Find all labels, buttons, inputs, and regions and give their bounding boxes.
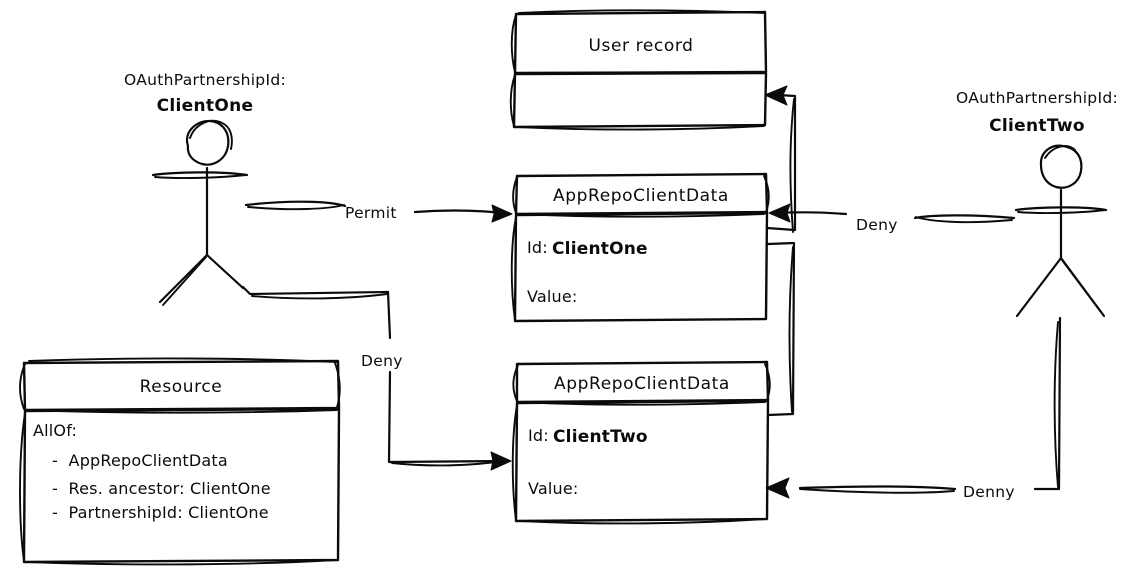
user-record-body-left-wobble bbox=[509, 74, 516, 127]
node-user-record[interactable]: User record bbox=[509, 9, 768, 131]
edge-deny-right[interactable]: Deny bbox=[768, 203, 1016, 234]
resource-header-left-wobble bbox=[19, 363, 26, 410]
resource-bullet-1: - Res. ancestor: ClientOne bbox=[52, 479, 271, 498]
client-two-label-line1: OAuthPartnershipId: bbox=[956, 89, 1118, 107]
arcd-two-body-left-wobble bbox=[511, 404, 518, 521]
arcd-two-divider-wobble bbox=[520, 401, 766, 406]
resource-body-left-wobble bbox=[19, 412, 26, 562]
connector-to-user-record bbox=[764, 85, 797, 233]
client-one-label-line1: OAuthPartnershipId: bbox=[124, 71, 286, 89]
deny-right-arrow-head bbox=[768, 203, 791, 223]
edge-denny-right[interactable]: Denny bbox=[765, 316, 1062, 501]
arcd-two-bottom-wobble bbox=[520, 518, 766, 525]
arcd-two-body-frame bbox=[514, 399, 770, 523]
arcd-two-title: AppRepoClientData bbox=[554, 374, 730, 394]
edge-deny-left[interactable]: Deny bbox=[241, 285, 512, 471]
client-two-label-line2: ClientTwo bbox=[989, 116, 1085, 136]
arcd-two-row-0-value: ClientTwo bbox=[553, 427, 648, 447]
user-record-header-left-wobble bbox=[510, 14, 517, 73]
user-record-body-frame bbox=[512, 71, 768, 129]
client-one-stick-figure-icon bbox=[151, 119, 249, 306]
arcd-one-header-left-wobble bbox=[512, 176, 518, 214]
arcd-two-row-1-label: Value: bbox=[528, 479, 579, 498]
deny-left-arrow-head bbox=[490, 451, 512, 471]
denny-arrow-head bbox=[765, 477, 790, 499]
user-record-body-bottom-wobble bbox=[517, 125, 765, 131]
arcd-one-row-0-label: Id: bbox=[527, 238, 548, 257]
resource-bullet-2: - PartnershipId: ClientOne bbox=[52, 503, 269, 522]
resource-body-header: AllOf: bbox=[33, 421, 77, 440]
resource-bullet-0: - AppRepoClientData bbox=[52, 451, 228, 470]
node-app-repo-client-data-two[interactable]: AppRepoClientData Id: ClientTwo Value: bbox=[511, 360, 771, 525]
arcd-one-row-0-value: ClientOne bbox=[552, 239, 648, 259]
resource-body-frame bbox=[22, 407, 341, 564]
edge-permit-label: Permit bbox=[345, 204, 397, 222]
client-two-stick-figure-icon bbox=[1014, 144, 1108, 318]
connector-arcd-two-to-arcd-one bbox=[766, 241, 796, 417]
client-one-label-line2: ClientOne bbox=[157, 96, 254, 116]
edge-deny-left-label: Deny bbox=[361, 352, 403, 370]
arcd-one-body-frame bbox=[513, 211, 769, 323]
user-record-arrow-head bbox=[764, 85, 788, 106]
edge-permit[interactable]: Permit bbox=[244, 200, 513, 223]
arcd-two-row-0-label: Id: bbox=[528, 426, 549, 445]
user-record-header-top-wobble bbox=[518, 9, 765, 14]
permit-arrow-head bbox=[491, 204, 513, 223]
arcd-one-body-left-wobble bbox=[510, 216, 517, 321]
arcd-two-header-right-wobble bbox=[764, 363, 771, 401]
node-app-repo-client-data-one[interactable]: AppRepoClientData Id: ClientOne Value: bbox=[510, 172, 770, 323]
arcd-one-header-right-wobble bbox=[763, 175, 770, 213]
edge-deny-right-label: Deny bbox=[856, 216, 898, 234]
resource-divider-wobble bbox=[28, 409, 338, 414]
resource-header-top-wobble bbox=[28, 357, 338, 363]
resource-bottom-wobble bbox=[28, 559, 337, 566]
arcd-two-header-left-wobble bbox=[512, 364, 519, 402]
actor-client-two[interactable]: OAuthPartnershipId: ClientTwo bbox=[956, 89, 1118, 318]
node-resource[interactable]: Resource AllOf: - AppRepoClientData - Re… bbox=[19, 357, 341, 566]
edge-denny-right-label: Denny bbox=[963, 483, 1015, 501]
arcd-one-divider-wobble bbox=[519, 213, 765, 218]
resource-header-right-wobble bbox=[334, 362, 341, 408]
actor-client-one[interactable]: OAuthPartnershipId: ClientOne bbox=[124, 71, 286, 306]
arcd-one-title: AppRepoClientData bbox=[553, 186, 729, 206]
user-record-title: User record bbox=[588, 36, 693, 56]
arcd-one-row-1-label: Value: bbox=[527, 287, 578, 306]
resource-title: Resource bbox=[140, 377, 223, 397]
